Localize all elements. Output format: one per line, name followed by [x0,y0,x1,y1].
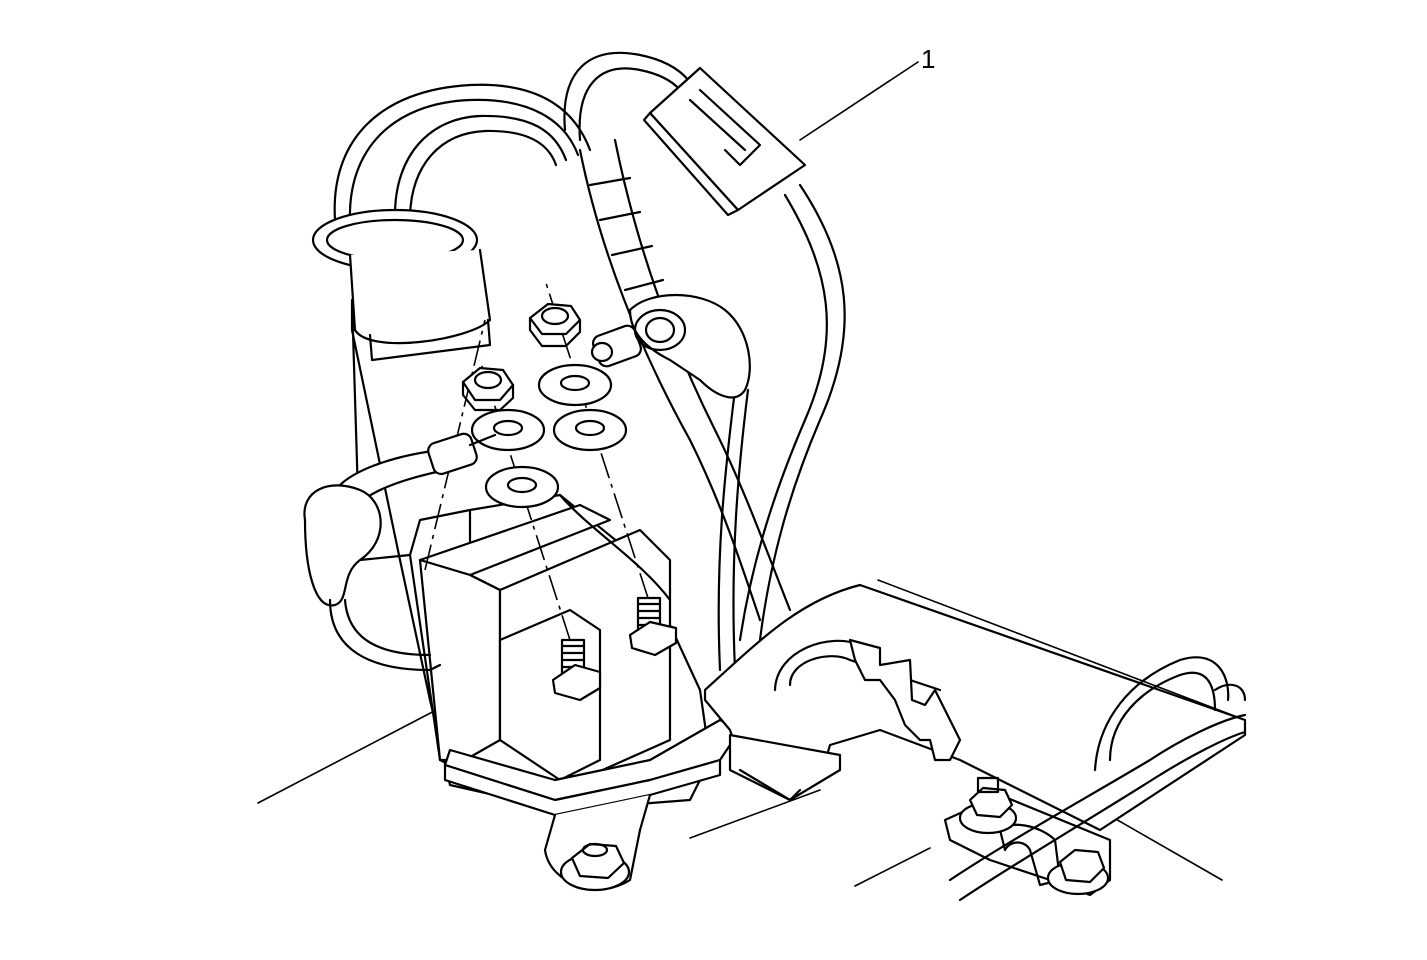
washer-upper-left [470,408,546,452]
rail-bolt-lower [1046,848,1110,896]
cable-terminal-right [590,294,751,399]
hex-nut-left [461,366,515,412]
rail-bolt-upper [958,776,1018,835]
frame-rail [703,583,1247,902]
wiring-harness [333,51,846,672]
cable-terminal-left [303,432,497,672]
washer-upper-right [537,363,613,407]
stud-left [551,638,602,702]
callout-label-1: 1 [921,44,936,74]
washer-lower-left [484,465,560,509]
stud-right [628,596,678,657]
electrical-connector [642,66,807,217]
hex-nut-right [528,302,582,348]
bracket-bolt-base [559,842,631,892]
washer-lower-right [552,408,628,452]
harness-connector-left [311,208,492,362]
callout-leader-line [799,61,919,141]
floor-lines [257,579,1246,887]
